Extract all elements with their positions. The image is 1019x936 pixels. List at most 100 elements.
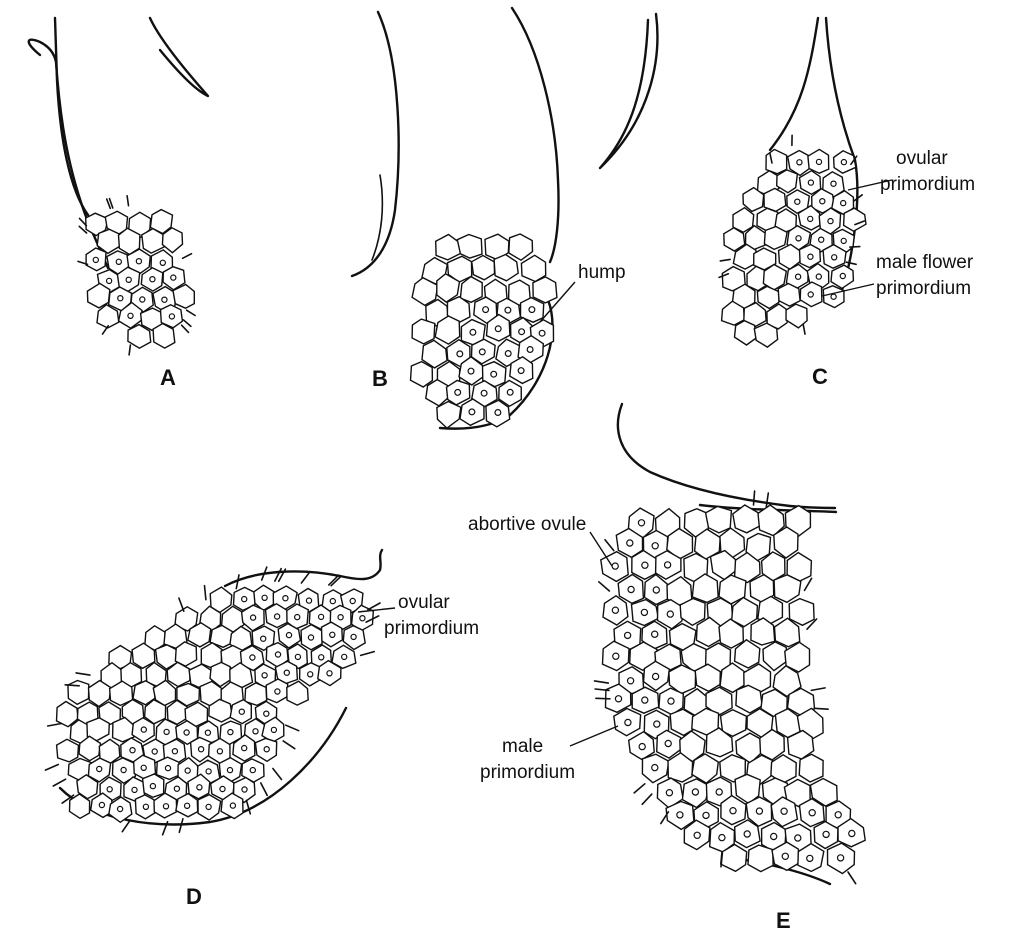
cell-wall-stub xyxy=(805,578,812,590)
cell-nucleus xyxy=(150,277,155,282)
panel-e-abortive-label: abortive ovule xyxy=(468,514,586,535)
cell-wall-stub xyxy=(766,493,768,507)
panel-e-male-leader xyxy=(570,726,618,746)
cell-nucleus xyxy=(239,709,244,714)
cell-nucleus xyxy=(228,730,233,735)
cell-nucleus xyxy=(220,786,225,791)
panel-b-cell-cluster xyxy=(411,234,557,428)
cell-wall-stub xyxy=(283,741,295,749)
cell-nucleus xyxy=(199,747,204,752)
cell-nucleus xyxy=(703,812,709,818)
cell-wall-stub xyxy=(205,586,206,600)
panel-a: A xyxy=(29,18,208,390)
cell-wall-stub xyxy=(45,765,58,771)
cell-nucleus xyxy=(641,609,647,615)
tissue-cell xyxy=(68,681,89,705)
tissue-cell xyxy=(789,599,814,626)
cell-nucleus xyxy=(835,812,841,818)
panel-c-male-label-1: male flower xyxy=(876,252,974,273)
cell-nucleus xyxy=(171,275,176,280)
cell-nucleus xyxy=(319,614,324,619)
cell-nucleus xyxy=(642,697,648,703)
tissue-cell xyxy=(777,170,798,193)
cell-nucleus xyxy=(262,595,267,600)
panel-d-ovular-label-1: ovular xyxy=(398,592,450,613)
tissue-cell xyxy=(735,321,757,345)
cell-nucleus xyxy=(172,749,177,754)
cell-nucleus xyxy=(505,307,511,313)
cell-wall-stub xyxy=(261,783,267,795)
cell-nucleus xyxy=(185,803,190,808)
cell-nucleus xyxy=(507,389,513,395)
panel-e-male-label-2: primordium xyxy=(480,762,575,783)
cell-nucleus xyxy=(820,199,825,204)
cell-nucleus xyxy=(808,216,813,221)
tissue-cell xyxy=(57,739,79,762)
cell-nucleus xyxy=(625,719,631,725)
cell-nucleus xyxy=(653,587,659,593)
cell-wall-stub xyxy=(187,310,196,315)
panel-a-bract xyxy=(150,18,208,96)
cell-nucleus xyxy=(795,835,801,841)
cell-nucleus xyxy=(838,855,844,861)
tissue-cell xyxy=(457,235,482,259)
cell-nucleus xyxy=(613,653,619,659)
cell-nucleus xyxy=(164,729,169,734)
panel-b-bract-left-inner xyxy=(372,175,382,260)
cell-nucleus xyxy=(796,274,801,279)
cell-nucleus xyxy=(141,765,146,770)
cell-nucleus xyxy=(652,765,658,771)
cell-nucleus xyxy=(227,768,232,773)
tissue-cell xyxy=(680,599,705,626)
cell-wall-stub xyxy=(246,800,250,813)
cell-nucleus xyxy=(841,238,846,243)
cell-nucleus xyxy=(654,721,660,727)
cell-nucleus xyxy=(150,784,155,789)
cell-wall-stub xyxy=(122,820,130,832)
cell-nucleus xyxy=(653,673,659,679)
cell-wall-stub xyxy=(368,603,380,610)
cell-wall-stub xyxy=(605,540,614,551)
cell-nucleus xyxy=(730,808,736,814)
panel-d-ovular-label-2: primordium xyxy=(384,618,479,639)
panel-c-letter: C xyxy=(812,364,828,389)
cell-nucleus xyxy=(481,390,487,396)
cell-nucleus xyxy=(284,670,289,675)
cell-nucleus xyxy=(841,201,846,206)
cell-nucleus xyxy=(351,634,356,639)
panel-b: hump B xyxy=(352,8,657,429)
tissue-cell xyxy=(437,402,461,429)
cell-nucleus xyxy=(319,655,324,660)
cell-nucleus xyxy=(527,347,533,353)
cell-nucleus xyxy=(539,330,545,336)
cell-nucleus xyxy=(455,390,461,396)
cell-nucleus xyxy=(468,368,474,374)
cell-nucleus xyxy=(143,804,148,809)
cell-nucleus xyxy=(642,562,648,568)
cell-nucleus xyxy=(457,351,463,357)
cell-wall-stub xyxy=(361,652,375,656)
cell-nucleus xyxy=(819,237,824,242)
cell-nucleus xyxy=(327,671,332,676)
tissue-cell xyxy=(411,362,433,387)
tissue-cell xyxy=(412,319,435,344)
cell-wall-stub xyxy=(65,685,79,686)
tissue-cell xyxy=(509,234,533,260)
cell-nucleus xyxy=(275,652,280,657)
cell-nucleus xyxy=(162,297,167,302)
cell-nucleus xyxy=(350,598,355,603)
cell-wall-stub xyxy=(301,572,310,583)
panel-b-letter: B xyxy=(372,366,388,391)
cell-nucleus xyxy=(107,278,112,283)
cell-nucleus xyxy=(141,727,146,732)
cell-nucleus xyxy=(612,563,618,569)
panel-b-bract-right xyxy=(600,14,657,168)
cell-nucleus xyxy=(491,371,497,377)
tissue-cell xyxy=(764,227,787,250)
cell-nucleus xyxy=(807,855,813,861)
cell-nucleus xyxy=(295,654,300,659)
tissue-cell xyxy=(472,256,495,280)
cell-wall-stub xyxy=(720,259,730,261)
cell-nucleus xyxy=(275,614,280,619)
cell-nucleus xyxy=(612,607,618,613)
